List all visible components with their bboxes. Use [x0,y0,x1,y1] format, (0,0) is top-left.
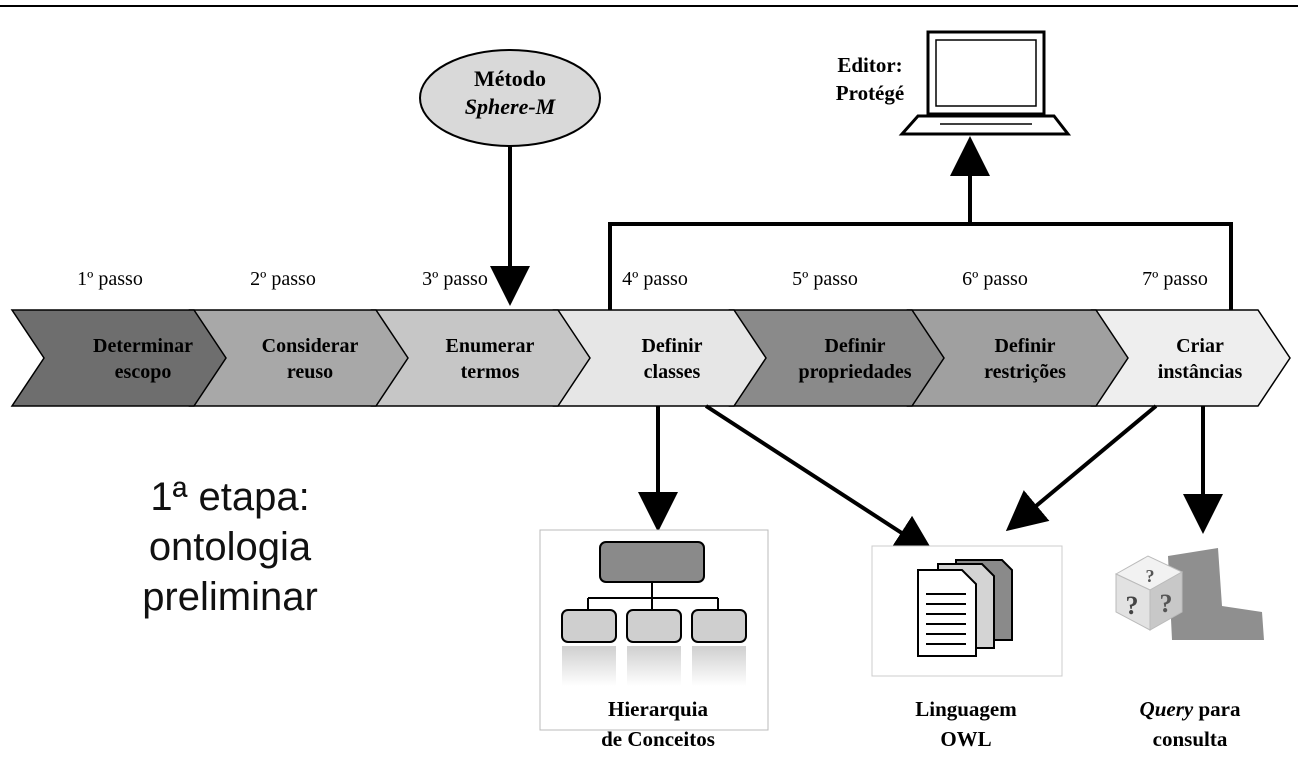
owl-label-line1: Linguagem [915,697,1017,721]
stage-line1: 1ª etapa: [150,475,310,519]
step-label-1: 1º passo [77,268,143,290]
step-label-7: 7º passo [1142,268,1208,290]
step-label-4: 4º passo [622,268,688,290]
editor-label: Editor: [837,53,902,77]
query-label-rest: para [1193,697,1241,721]
step-6-line2: restrições [984,361,1066,383]
step-label-6: 6º passo [962,268,1028,290]
step-label-3: 3º passo [422,268,488,290]
step-label-2: 2º passo [250,268,316,290]
step-label-5: 5º passo [792,268,858,290]
step-2-line2: reuso [287,361,333,383]
editor-bracket [608,136,1233,315]
question-mark-cube-icon: ? ? ? [1114,548,1264,640]
step-4-line1: Definir [641,335,702,357]
editor-name: Protégé [836,81,904,105]
svg-text:?: ? [1160,589,1173,618]
step-7-line1: Criar [1176,335,1224,357]
hierarchy-tree-icon [539,529,769,731]
top-rule [0,5,1298,7]
step-1-line1: Determinar [93,335,193,357]
hierarchy-label-line1: Hierarquia [608,697,708,721]
query-label-line2: consulta [1153,727,1228,751]
step-3-line1: Enumerar [446,335,535,357]
step-1-line2: escopo [115,361,172,383]
step-4-line2: classes [644,361,701,383]
step-chevron-1 [10,309,227,407]
owl-label-line2: OWL [940,727,991,751]
method-title: Método [474,66,546,91]
svg-text:?: ? [1146,566,1155,586]
step-6-line1: Definir [994,335,1055,357]
query-label-line1: Query para [1140,697,1241,721]
method-name: Sphere-M [465,94,557,119]
stage-title: 1ª etapa: ontologia preliminar [100,472,360,622]
classes-to-owl-arrow [704,404,935,555]
method-node: Método Sphere-M [419,49,601,147]
stage-line3: preliminar [142,575,318,619]
laptop-icon [898,30,1072,136]
step-2-line1: Considerar [262,335,359,357]
step-5-line1: Definir [824,335,885,357]
instances-to-owl-arrow [1005,404,1158,532]
step-3-line2: termos [461,361,520,383]
svg-text:?: ? [1126,591,1139,620]
document-stack-icon [871,545,1063,677]
step-7-line2: instâncias [1158,361,1243,383]
hierarchy-label-line2: de Conceitos [601,727,715,751]
query-label-em: Query [1140,697,1194,721]
step-5-line2: propriedades [799,361,912,383]
stage-line2: ontologia [148,525,312,569]
